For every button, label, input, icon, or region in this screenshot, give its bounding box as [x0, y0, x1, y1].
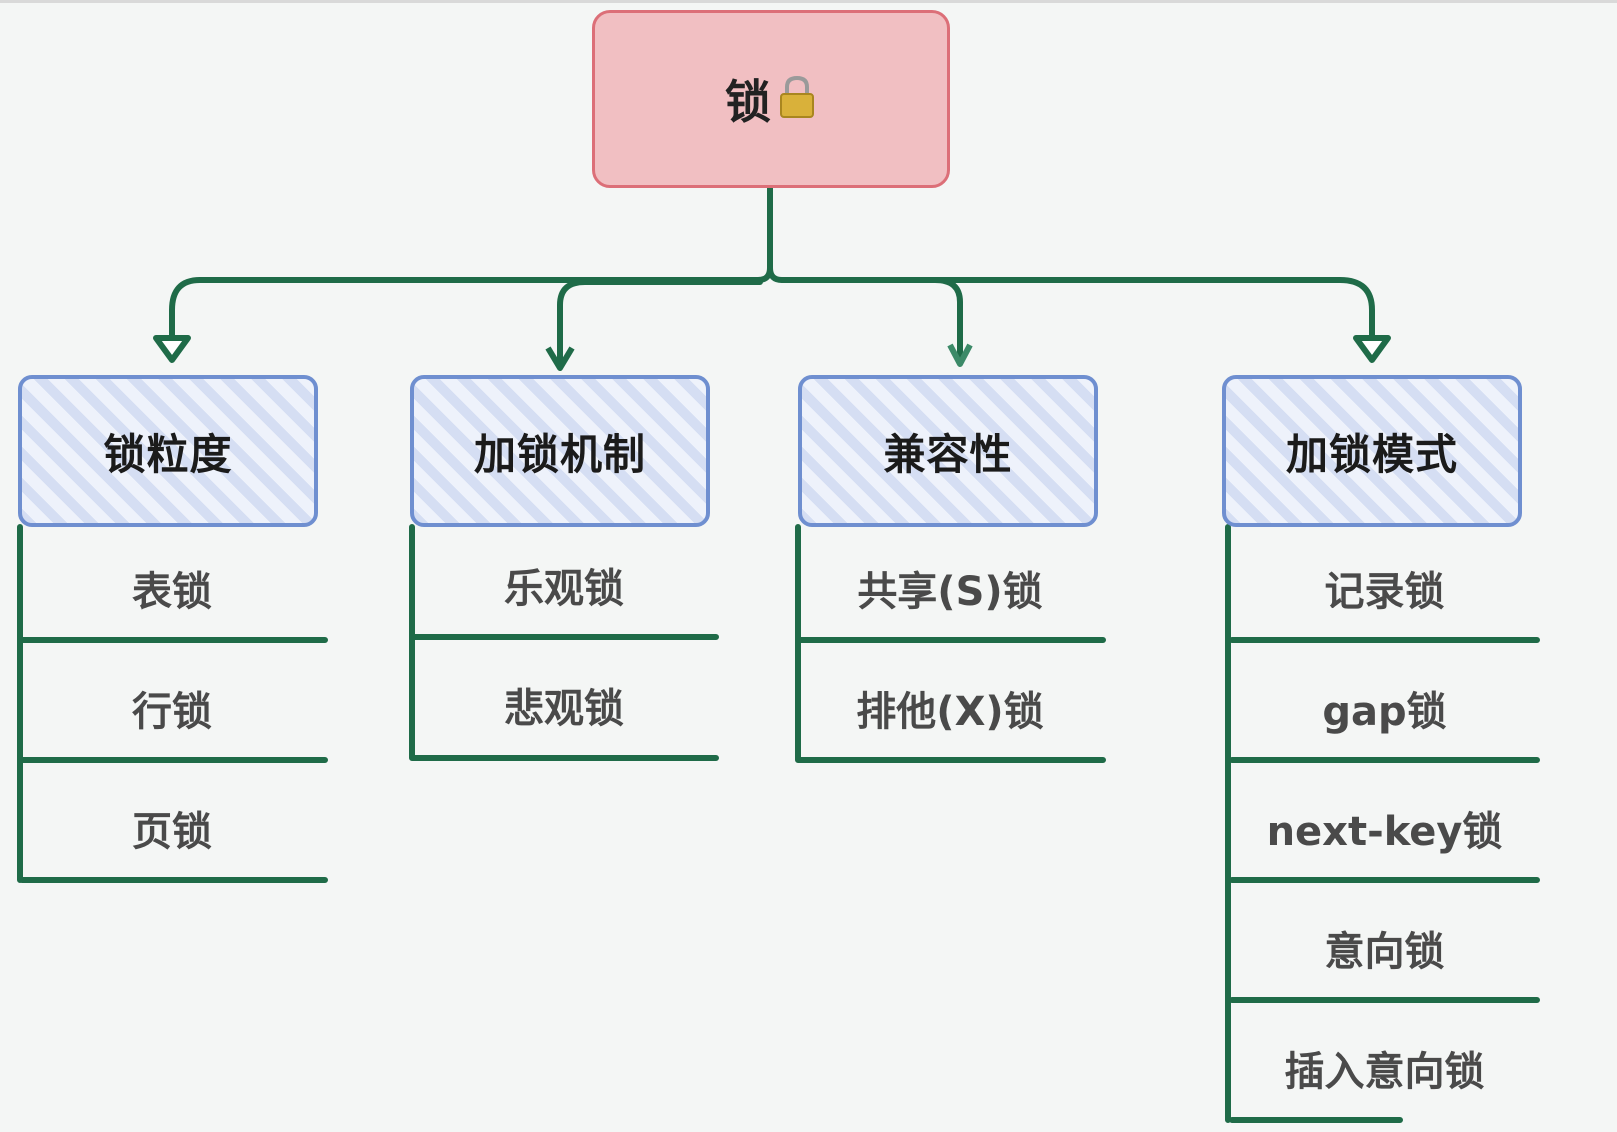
arrowhead-compatibility — [947, 343, 973, 367]
list-mode-lines — [1225, 524, 1540, 1123]
list-item: 悲观锁 — [414, 653, 714, 757]
list-item: next-key锁 — [1232, 776, 1537, 880]
item-label: 插入意向锁 — [1284, 1049, 1485, 1095]
arrowhead-mode — [1353, 335, 1391, 363]
root-label: 锁 — [725, 75, 771, 129]
list-mechanism-lines — [409, 524, 719, 761]
list-item: 插入意向锁 — [1232, 1016, 1537, 1120]
category-label: 加锁机制 — [473, 429, 646, 479]
category-lock-compatibility: 兼容性 — [798, 375, 1098, 527]
category-label: 兼容性 — [883, 429, 1013, 479]
list-compatibility-lines — [795, 524, 1106, 763]
list-item: 排他(X)锁 — [800, 656, 1100, 760]
padlock-icon — [777, 75, 817, 123]
branch-to-mode — [767, 265, 1375, 348]
list-item: 乐观锁 — [414, 533, 714, 637]
item-label: 行锁 — [132, 689, 212, 735]
arrowhead-mechanism — [545, 346, 575, 371]
arrowhead-granularity — [153, 335, 191, 363]
item-label: 意向锁 — [1324, 929, 1445, 975]
list-item: 行锁 — [22, 656, 322, 760]
top-edge-line — [0, 0, 1617, 3]
category-lock-mechanism: 加锁机制 — [410, 375, 710, 527]
category-lock-granularity: 锁粒度 — [18, 375, 318, 527]
root-node: 锁 — [592, 10, 950, 188]
list-item: 共享(S)锁 — [800, 536, 1100, 640]
list-item: 页锁 — [22, 776, 322, 880]
item-label: gap锁 — [1322, 689, 1447, 735]
list-item: 表锁 — [22, 536, 322, 640]
item-label: 悲观锁 — [504, 686, 624, 732]
item-label: 乐观锁 — [504, 566, 624, 612]
item-label: 表锁 — [132, 569, 212, 615]
category-label: 加锁模式 — [1285, 429, 1458, 479]
item-label: next-key锁 — [1266, 809, 1503, 855]
item-label: 页锁 — [132, 809, 212, 855]
category-label: 锁粒度 — [103, 429, 233, 479]
item-label: 记录锁 — [1324, 569, 1445, 615]
branch-to-compatibility — [779, 277, 963, 358]
list-item: 记录锁 — [1232, 536, 1537, 640]
category-lock-mode: 加锁模式 — [1222, 375, 1522, 527]
list-granularity-lines — [17, 524, 328, 883]
item-label: 共享(S)锁 — [857, 569, 1043, 615]
item-label: 排他(X)锁 — [856, 689, 1044, 735]
branch-to-mechanism — [557, 279, 763, 363]
trunk-connector — [169, 185, 773, 348]
list-item: gap锁 — [1232, 656, 1537, 760]
list-item: 意向锁 — [1232, 896, 1537, 1000]
